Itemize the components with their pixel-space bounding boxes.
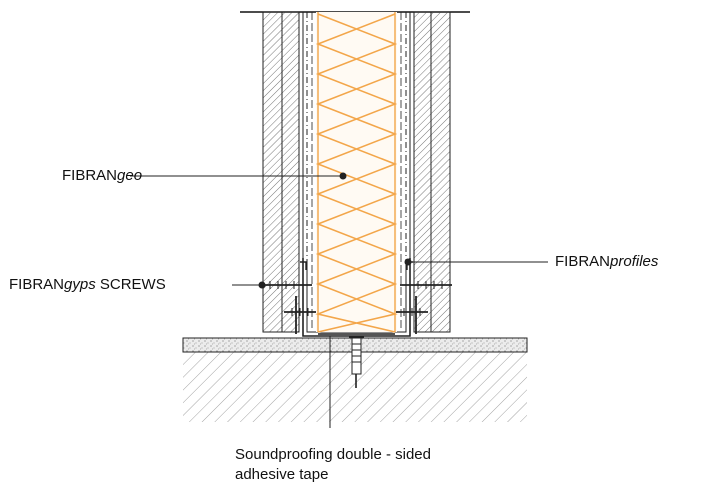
- leader-lines: [130, 172, 548, 428]
- tape-caption: Soundproofing double - sided adhesive ta…: [235, 445, 431, 485]
- label-brand: FIBRAN: [62, 167, 118, 184]
- label-fibran-profiles: FIBRANprofiles: [555, 253, 658, 271]
- tape-caption-line1: Soundproofing double - sided: [235, 446, 431, 463]
- right-screws: [396, 281, 452, 334]
- left-screws: [260, 281, 316, 334]
- label-suffix: geo: [117, 167, 143, 184]
- label-fibran-gyps-screws: FIBRANgyps SCREWS: [9, 276, 166, 294]
- right-boards: [413, 11, 451, 333]
- insulation: [315, 12, 398, 333]
- label-suffix: profiles: [610, 253, 659, 270]
- label-suffix: gyps: [64, 276, 96, 293]
- label-brand: FIBRAN: [9, 276, 65, 293]
- label-fibran-geo: FIBRANgeo: [62, 167, 142, 185]
- label-tail: SCREWS: [95, 276, 166, 293]
- adhesive-tape: [318, 333, 395, 336]
- tape-caption-line2: adhesive tape: [235, 466, 329, 483]
- anchor-bolt: [349, 335, 364, 388]
- left-boards: [262, 11, 300, 333]
- label-brand: FIBRAN: [555, 253, 611, 270]
